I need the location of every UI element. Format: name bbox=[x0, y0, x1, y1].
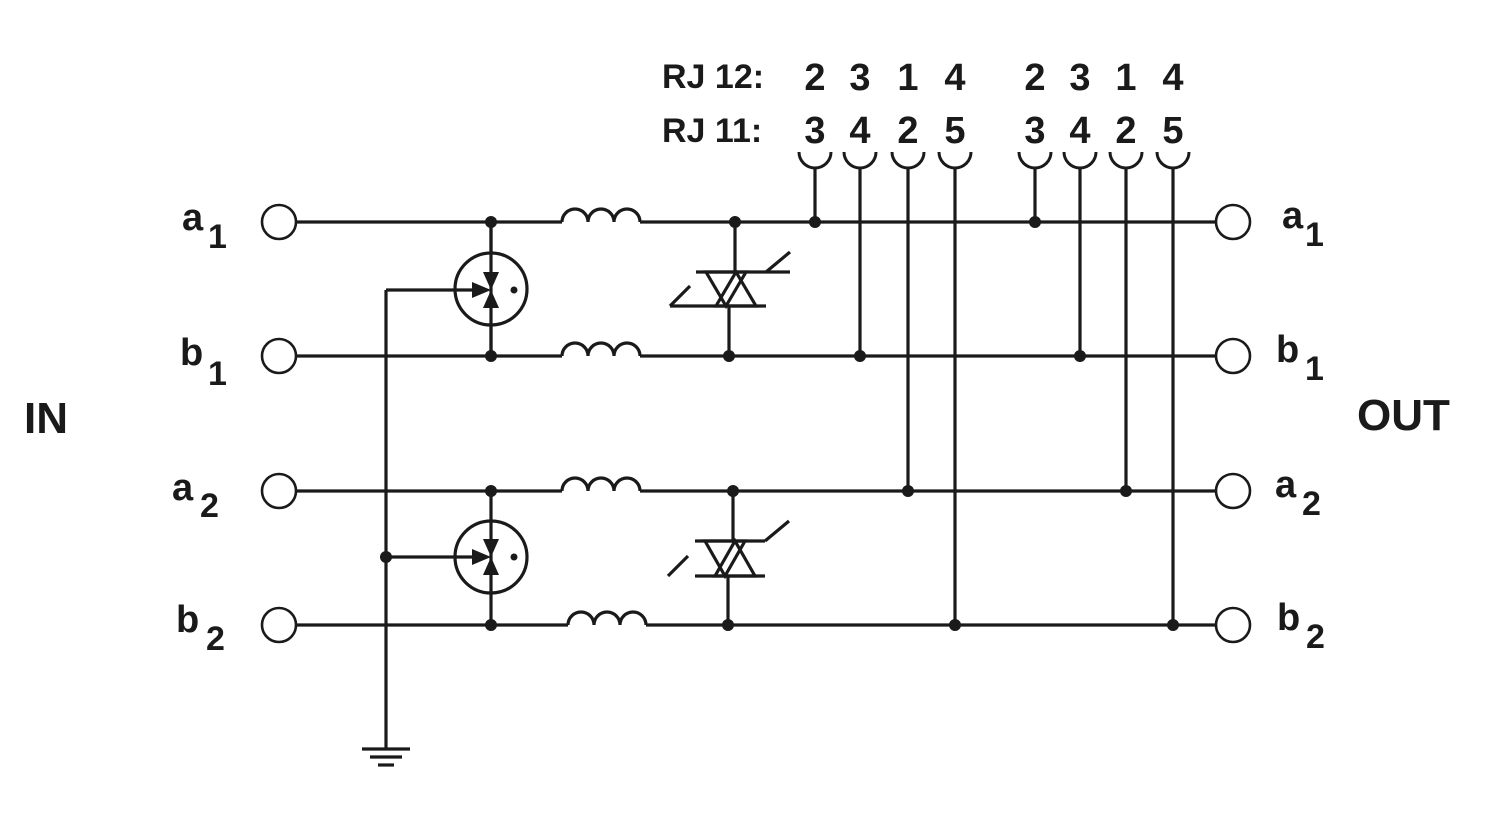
svg-text:2: 2 bbox=[1306, 618, 1325, 656]
ground-icon bbox=[362, 747, 410, 767]
inductor-a1 bbox=[560, 207, 642, 223]
rj12-pin-numbers: 2 3 1 4 2 3 1 4 bbox=[804, 57, 1183, 99]
ground-bus bbox=[384, 288, 456, 748]
junction-dots bbox=[380, 216, 1179, 631]
svg-text:a: a bbox=[182, 197, 204, 239]
label-out-a2: a 2 bbox=[1275, 464, 1321, 523]
svg-text:b: b bbox=[1276, 329, 1299, 371]
label-out-b1: b 1 bbox=[1276, 329, 1324, 388]
inductor-b2 bbox=[566, 610, 648, 626]
svg-text:3: 3 bbox=[1024, 110, 1045, 152]
svg-text:a: a bbox=[1275, 464, 1297, 506]
svg-text:2: 2 bbox=[206, 620, 225, 658]
inductor-b1 bbox=[560, 341, 642, 357]
inductor-a2 bbox=[560, 476, 642, 492]
svg-text:2: 2 bbox=[804, 57, 825, 99]
rj11-label: RJ 11: bbox=[662, 112, 762, 150]
svg-text:2: 2 bbox=[1024, 57, 1045, 99]
svg-text:1: 1 bbox=[208, 218, 227, 256]
svg-text:b: b bbox=[180, 332, 203, 374]
svg-text:b: b bbox=[1277, 597, 1300, 639]
svg-text:a: a bbox=[172, 467, 194, 509]
label-out-a1: a 1 bbox=[1282, 195, 1324, 254]
svg-text:1: 1 bbox=[897, 57, 918, 99]
out-label: OUT bbox=[1357, 391, 1450, 440]
label-in-a2: a 2 bbox=[172, 467, 219, 525]
svg-text:2: 2 bbox=[1302, 485, 1321, 523]
svg-text:a: a bbox=[1282, 195, 1304, 237]
svg-text:2: 2 bbox=[1115, 110, 1136, 152]
label-in-a1: a 1 bbox=[182, 197, 227, 256]
label-in-b2: b 2 bbox=[176, 599, 225, 658]
gas-discharge-tube-2 bbox=[453, 491, 529, 625]
label-in-b1: b 1 bbox=[180, 332, 227, 393]
svg-text:b: b bbox=[176, 599, 199, 641]
rj11-pin-numbers: 3 4 2 5 3 4 2 5 bbox=[804, 110, 1183, 152]
svg-text:3: 3 bbox=[1069, 57, 1090, 99]
svg-text:5: 5 bbox=[1162, 110, 1183, 152]
svg-text:3: 3 bbox=[804, 110, 825, 152]
svg-text:5: 5 bbox=[944, 110, 965, 152]
svg-text:1: 1 bbox=[1115, 57, 1136, 99]
svg-text:4: 4 bbox=[1162, 57, 1183, 99]
gas-discharge-tube-1 bbox=[453, 222, 529, 356]
svg-text:4: 4 bbox=[849, 110, 870, 152]
in-label: IN bbox=[24, 394, 68, 443]
svg-text:3: 3 bbox=[849, 57, 870, 99]
svg-text:1: 1 bbox=[1305, 350, 1324, 388]
svg-text:1: 1 bbox=[208, 355, 227, 393]
connector-taps bbox=[813, 168, 1175, 625]
svg-text:4: 4 bbox=[944, 57, 965, 99]
svg-text:4: 4 bbox=[1069, 110, 1090, 152]
label-out-b2: b 2 bbox=[1277, 597, 1325, 656]
svg-text:2: 2 bbox=[200, 487, 219, 525]
suppressor-diode-2 bbox=[666, 491, 791, 625]
suppressor-diode-1 bbox=[668, 222, 792, 356]
rj12-label: RJ 12: bbox=[662, 58, 764, 96]
output-terminals bbox=[1214, 203, 1252, 644]
input-terminals bbox=[260, 203, 298, 644]
svg-text:2: 2 bbox=[897, 110, 918, 152]
svg-text:1: 1 bbox=[1305, 216, 1324, 254]
rj-pin-contacts bbox=[797, 151, 1191, 170]
